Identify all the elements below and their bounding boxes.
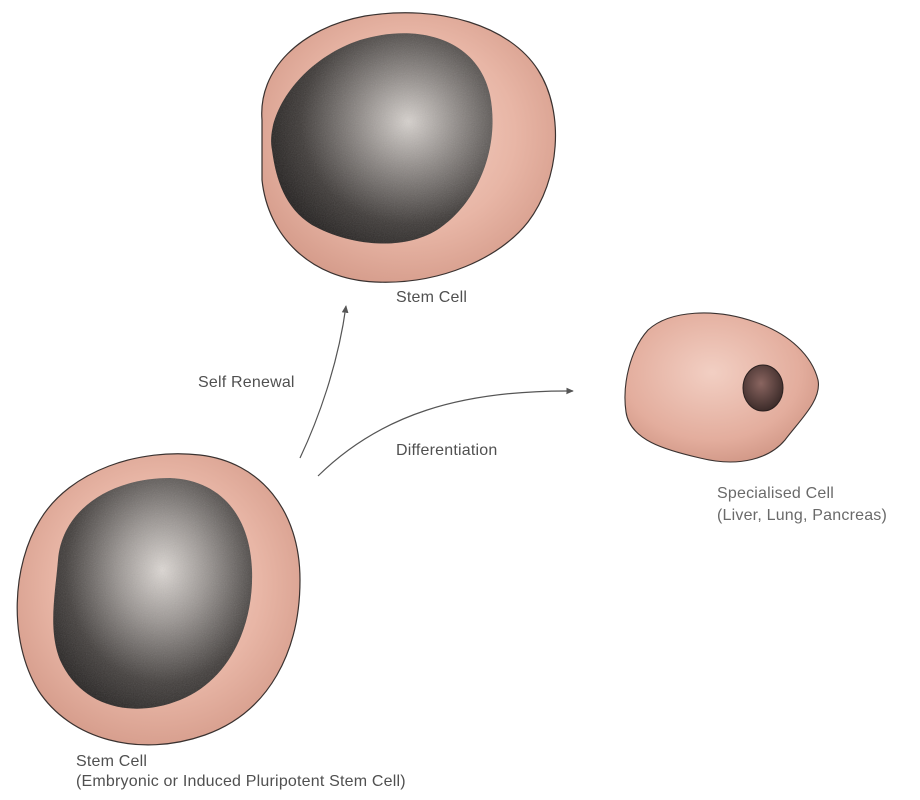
- source-stem-cell-label: Stem Cell: [76, 752, 147, 772]
- source-stem-cell-sublabel: (Embryonic or Induced Pluripotent Stem C…: [76, 772, 406, 792]
- specialised-cell-body: [625, 313, 818, 462]
- top-stem-cell-label: Stem Cell: [396, 288, 467, 308]
- self-renewal-label: Self Renewal: [198, 373, 295, 393]
- specialised-cell-sublabel: (Liver, Lung, Pancreas): [717, 506, 887, 526]
- differentiation-arrow: [318, 391, 573, 476]
- self-renewal-arrow: [300, 306, 346, 458]
- source-stem-cell: [17, 454, 300, 745]
- top-stem-cell: [262, 13, 556, 282]
- specialised-cell-nucleus: [743, 365, 783, 411]
- differentiation-label: Differentiation: [396, 441, 497, 461]
- specialised-cell: [625, 313, 818, 462]
- specialised-cell-label: Specialised Cell: [717, 484, 834, 504]
